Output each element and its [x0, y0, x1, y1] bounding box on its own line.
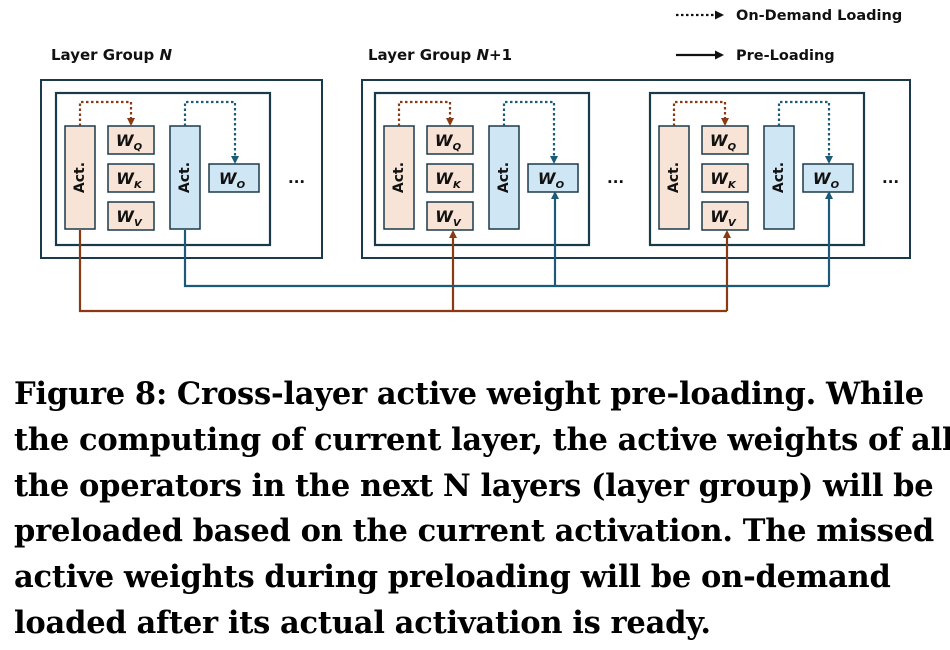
caption-line: the computing of current layer, the acti…: [14, 421, 950, 458]
layer-block: Act. WQ WK WV Act. WO...: [54, 91, 305, 247]
weight-wo-box: [208, 163, 260, 193]
on-demand-arrow-wo: [502, 100, 558, 164]
caption-line: Figure 8: Cross-layer active weight pre-…: [14, 376, 925, 412]
activation-bar: [658, 125, 690, 230]
on-demand-legend-label: On-Demand Loading: [736, 8, 902, 24]
activation-label: Act.: [771, 162, 787, 193]
cross-layer-preloading-diagram: On-Demand Loading Pre-Loading Layer Grou…: [40, 8, 911, 313]
layer-frame: [648, 91, 866, 247]
ellipsis: ...: [607, 169, 624, 187]
activation-label: Act.: [496, 162, 512, 193]
weight-wv-box: [107, 201, 155, 231]
weight-wo-label: WO: [538, 169, 565, 191]
activation-bar: [64, 125, 96, 230]
teal-preload-route: [183, 230, 829, 288]
on-demand-arrow-wq: [78, 100, 135, 126]
layer-block: Act. WQ WK WV Act. WO...: [373, 91, 624, 247]
weight-wk-box: [107, 163, 155, 193]
brown-preload-route: [78, 230, 727, 313]
legend: On-Demand Loading Pre-Loading: [676, 8, 902, 64]
weight-wq-label: WQ: [710, 131, 737, 153]
activation-label: Act.: [666, 162, 682, 193]
weight-wk-box: [426, 163, 474, 193]
on-demand-arrow-wq: [397, 100, 454, 126]
layer-group-n-label: Layer Group N: [51, 46, 172, 64]
weight-wk-label: WK: [116, 169, 143, 191]
activation-bar: [169, 125, 201, 230]
weight-wv-box: [426, 201, 474, 231]
layer-group-n-plus-1-label: Layer Group N+1: [368, 46, 512, 64]
weight-wk-label: WK: [435, 169, 462, 191]
preload-routes: [78, 191, 833, 313]
figure-caption: Figure 8: Cross-layer active weight pre-…: [14, 372, 950, 647]
weight-wq-label: WQ: [435, 131, 462, 153]
layer-frame: [54, 91, 272, 247]
pre-loading-legend-label: Pre-Loading: [736, 48, 835, 64]
caption-line: the operators in the next N layers (laye…: [14, 467, 934, 504]
layer-block: Act. WQ WK WV Act. WO...: [648, 91, 899, 247]
weight-wq-box: [426, 125, 474, 155]
weight-wo-label: WO: [219, 169, 246, 191]
on-demand-arrow-wo: [183, 100, 239, 164]
on-demand-arrow-wq: [672, 100, 729, 126]
caption-line: loaded after its actual activation is re…: [14, 604, 711, 641]
activation-bar: [488, 125, 520, 230]
weight-wk-label: WK: [710, 169, 737, 191]
layer-group-n-frame: [40, 79, 323, 259]
activation-label: Act.: [72, 162, 88, 193]
ellipsis: ...: [288, 169, 305, 187]
ellipsis: ...: [882, 169, 899, 187]
layer-frame: [373, 91, 591, 247]
weight-wv-label: WV: [710, 207, 737, 229]
weight-wo-label: WO: [813, 169, 840, 191]
weight-wv-label: WV: [435, 207, 462, 229]
weight-wq-label: WQ: [116, 131, 143, 153]
activation-label: Act.: [391, 162, 407, 193]
weight-wq-box: [701, 125, 749, 155]
caption-line: active weights during preloading will be…: [14, 559, 891, 596]
on-demand-arrow-wo: [777, 100, 833, 164]
weight-wk-box: [701, 163, 749, 193]
caption-line: preloaded based on the current activatio…: [14, 513, 935, 550]
weight-wq-box: [107, 125, 155, 155]
activation-label: Act.: [177, 162, 193, 193]
layer-group-n-plus-1-frame: [361, 79, 911, 259]
weight-wv-label: WV: [116, 207, 143, 229]
activation-bar: [763, 125, 795, 230]
